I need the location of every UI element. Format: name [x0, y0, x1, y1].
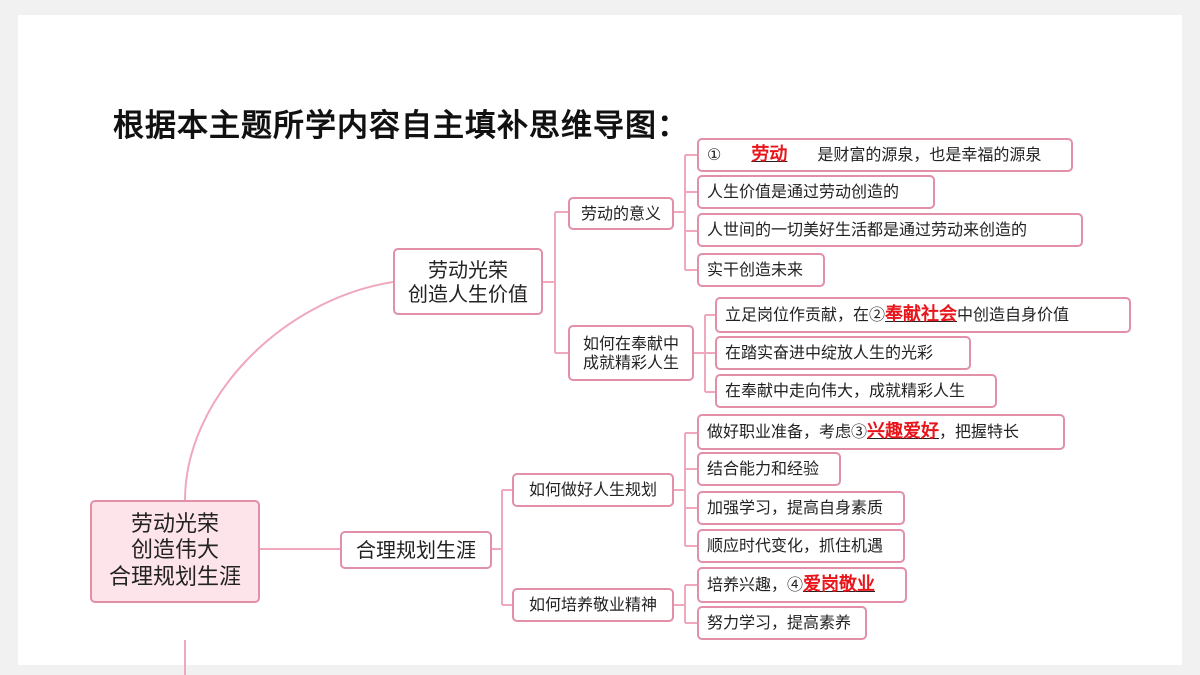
blank-3-suffix: ，把握特长 — [939, 422, 1020, 442]
plan-label: 如何做好人生规划 — [528, 480, 657, 500]
page-title: 根据本主题所学内容自主填补思维导图： — [113, 108, 689, 144]
leaf-plan-4: 顺应时代变化，抓住机遇 — [697, 529, 905, 563]
node-life-plan: 如何做好人生规划 — [512, 473, 674, 507]
branch1-line-1: 劳动光荣 — [428, 257, 508, 282]
leaf-plan-2: 结合能力和经验 — [697, 452, 841, 486]
leaf-dedication-2-text: 努力学习，提高素养 — [707, 613, 852, 633]
blank-1-suffix: 是财富的源泉，也是幸福的源泉 — [817, 145, 1042, 165]
blank-1-prefix: ① — [707, 145, 722, 165]
leaf-meaning-3-text: 人世间的一切美好生活都是通过劳动来创造的 — [707, 220, 1028, 240]
blank-3-answer: 兴趣爱好 — [867, 421, 940, 443]
connector-plan-bracket — [674, 432, 697, 547]
devotion-line-2: 成就精彩人生 — [582, 353, 679, 372]
blank-1-answer: 劳动 — [751, 144, 788, 166]
leaf-plan-1: 做好职业准备，考虑③ 兴趣爱好 ，把握特长 — [697, 414, 1065, 450]
meaning-label: 劳动的意义 — [580, 203, 661, 223]
leaf-devotion-1: 立足岗位作贡献，在② 奉献社会 中创造自身价值 — [715, 297, 1131, 333]
branch-career-plan: 合理规划生涯 — [340, 531, 492, 569]
devotion-line-1: 如何在奉献中 — [582, 333, 679, 353]
leaf-meaning-2: 人生价值是通过劳动创造的 — [697, 175, 935, 209]
leaf-plan-3-text: 加强学习，提高自身素质 — [707, 498, 884, 518]
node-dedication: 如何培养敬业精神 — [512, 588, 674, 622]
connector-branch2-bracket — [492, 489, 512, 606]
root-line-2: 创造伟大 — [130, 538, 219, 564]
leaf-plan-2-text: 结合能力和经验 — [707, 459, 820, 479]
leaf-plan-4-text: 顺应时代变化，抓住机遇 — [707, 536, 884, 556]
branch1-line-2: 创造人生价值 — [408, 281, 528, 306]
leaf-meaning-4-text: 实干创造未来 — [707, 260, 804, 280]
leaf-plan-3: 加强学习，提高自身素质 — [697, 491, 905, 525]
leaf-dedication-2: 努力学习，提高素养 — [697, 606, 867, 640]
root-line-3: 合理规划生涯 — [108, 564, 241, 590]
leaf-meaning-1: ① 劳动 是财富的源泉，也是幸福的源泉 — [697, 138, 1073, 172]
branch2-label: 合理规划生涯 — [356, 538, 476, 562]
connector-branch1-bracket — [543, 211, 568, 354]
connector-dedication-bracket — [674, 584, 697, 624]
connector-devotion-bracket — [694, 314, 715, 393]
blank-4-answer: 爱岗敬业 — [803, 574, 876, 596]
blank-2-prefix: 立足岗位作贡献，在② — [725, 305, 886, 325]
blank-2-suffix: 中创造自身价值 — [957, 305, 1070, 325]
leaf-meaning-4: 实干创造未来 — [697, 253, 825, 287]
leaf-devotion-3-text: 在奉献中走向伟大，成就精彩人生 — [725, 381, 966, 401]
leaf-devotion-2-text: 在踏实奋进中绽放人生的光彩 — [725, 343, 934, 363]
dedication-label: 如何培养敬业精神 — [528, 595, 657, 615]
leaf-dedication-1: 培养兴趣，④ 爱岗敬业 — [697, 567, 907, 603]
leaf-meaning-2-text: 人生价值是通过劳动创造的 — [707, 182, 900, 202]
root-line-1: 劳动光荣 — [130, 511, 219, 537]
blank-4-prefix: 培养兴趣，④ — [707, 575, 804, 595]
branch-labor-glory: 劳动光荣 创造人生价值 — [393, 248, 543, 315]
leaf-devotion-3: 在奉献中走向伟大，成就精彩人生 — [715, 374, 997, 408]
node-labor-meaning: 劳动的意义 — [568, 197, 674, 230]
node-devotion: 如何在奉献中 成就精彩人生 — [568, 325, 694, 381]
leaf-meaning-3: 人世间的一切美好生活都是通过劳动来创造的 — [697, 213, 1083, 247]
blank-3-prefix: 做好职业准备，考虑③ — [707, 422, 868, 442]
blank-2-answer: 奉献社会 — [885, 304, 958, 326]
root-node: 劳动光荣 创造伟大 合理规划生涯 — [90, 500, 260, 603]
leaf-devotion-2: 在踏实奋进中绽放人生的光彩 — [715, 336, 971, 370]
connector-meaning-bracket — [674, 154, 697, 271]
connector-root-top — [184, 281, 394, 501]
